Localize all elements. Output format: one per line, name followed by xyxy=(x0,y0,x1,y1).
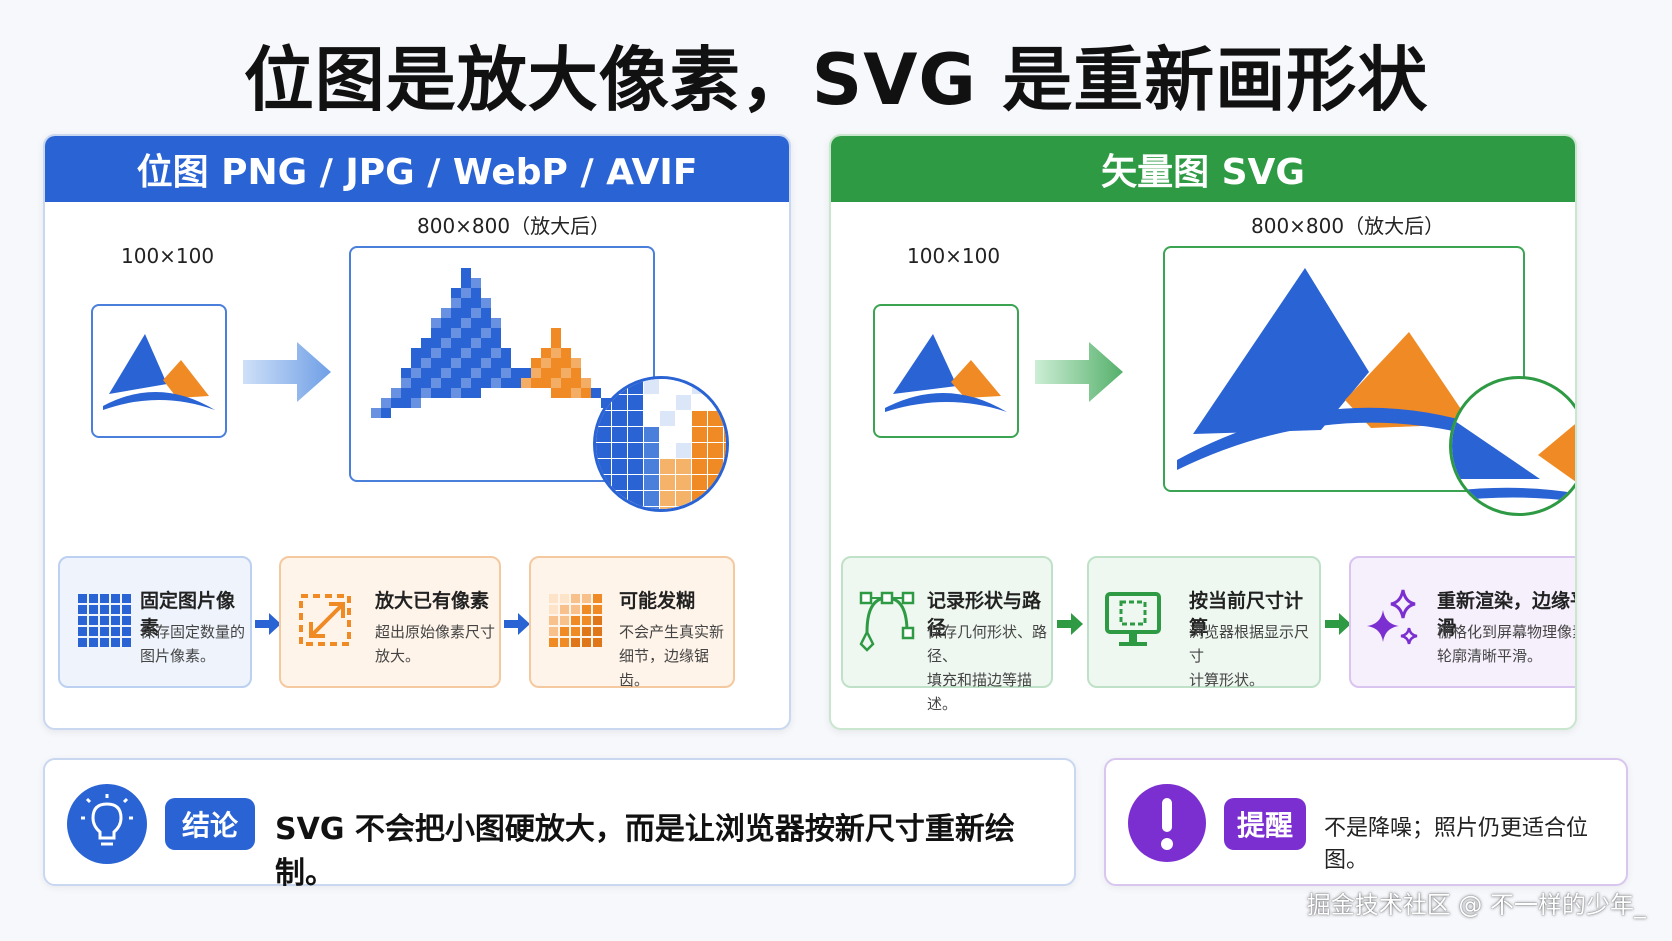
vector-card-1-title: 记录形状与路径 xyxy=(927,590,1042,639)
bitmap-card-arrow-2-icon xyxy=(504,613,530,635)
bitmap-card-2-desc-line-1: 超出原始像素尺寸 xyxy=(375,623,496,641)
sparkle-icon xyxy=(1367,589,1418,645)
vector-arrow-icon xyxy=(1035,342,1123,402)
vector-card-1: 记录形状与路径 保存几何形状、路径、 填充和描边等描述。 xyxy=(841,556,1053,713)
bitmap-card-1-desc: 保存固定数量的 图片像素。 xyxy=(140,620,245,668)
bitmap-large-size-label: 800×800（放大后） xyxy=(417,214,611,238)
vector-card-2-title: 按当前尺寸计算 xyxy=(1189,590,1304,639)
vector-card-1-desc-line-2: 填充和描边等描述。 xyxy=(927,671,1033,713)
page-title: 位图是放大像素，SVG 是重新画形状 xyxy=(243,39,1429,121)
bitmap-small-size-label: 100×100 xyxy=(121,244,215,268)
bitmap-card-2-desc: 超出原始像素尺寸 放大。 xyxy=(375,620,495,668)
vector-card-arrow-1-icon xyxy=(1057,613,1083,635)
vector-card-2-desc-line-1: 浏览器根据显示尺寸 xyxy=(1189,623,1310,665)
mountain-logo-small-icon xyxy=(103,334,215,410)
bitmap-card-2-title: 放大已有像素 xyxy=(375,590,490,612)
vector-card-1-desc-line-1: 保存几何形状、路径、 xyxy=(927,623,1048,665)
bezier-pen-icon xyxy=(859,591,915,652)
monitor-icon xyxy=(1105,592,1161,646)
bitmap-card-1-desc-line-1: 保存固定数量的 xyxy=(140,623,246,641)
vector-zoom-circle xyxy=(1449,376,1575,516)
smooth-mountain-icon xyxy=(1177,268,1515,470)
bitmap-card-3-desc-line-2: 细节，边缘锯齿。 xyxy=(619,647,710,689)
vector-card-3-desc-line-2: 轮廓清晰平滑。 xyxy=(1437,647,1543,665)
vector-header: 矢量图 SVG xyxy=(831,136,1575,202)
watermark: 掘金技术社区 @ 不一样的少年_ xyxy=(1306,891,1646,919)
pixel-grid-icon xyxy=(78,594,131,647)
bitmap-card-3-desc-line-1: 不会产生真实新 xyxy=(619,623,725,641)
bitmap-card-arrow-1-icon xyxy=(255,613,281,635)
bitmap-header: 位图 PNG / JPG / WebP / AVIF xyxy=(45,136,789,202)
tip-box: 提醒 不是降噪；照片仍更适合位图。 xyxy=(1104,758,1628,886)
blurry-grid-icon xyxy=(549,594,602,647)
smooth-zoom-icon xyxy=(1452,419,1575,502)
conclusion-badge: 结论 xyxy=(165,798,255,850)
vector-card-3-title: 重新渲染，边缘平滑 xyxy=(1437,590,1577,639)
bitmap-card-2: 放大已有像素 超出原始像素尺寸 放大。 xyxy=(279,556,501,688)
vector-card-2: 按当前尺寸计算 浏览器根据显示尺寸 计算形状。 xyxy=(1087,556,1321,689)
vector-card-2-desc: 浏览器根据显示尺寸 计算形状。 xyxy=(1189,620,1319,692)
conclusion-box: 结论 SVG 不会把小图硬放大，而是让浏览器按新尺寸重新绘制。 xyxy=(43,758,1076,891)
bitmap-card-1-title: 固定图片像素 xyxy=(140,590,236,639)
bitmap-card-3-desc: 不会产生真实新 细节，边缘锯齿。 xyxy=(619,620,733,692)
tip-badge: 提醒 xyxy=(1224,798,1306,850)
bitmap-card-1: 固定图片像素 保存固定数量的 图片像素。 xyxy=(58,556,252,688)
vector-small-image xyxy=(873,304,1019,438)
bitmap-zoom-circle xyxy=(593,376,729,512)
pixel-zoom-icon xyxy=(596,379,726,509)
vector-card-3: 重新渲染，边缘平滑 栅格化到屏幕物理像素， 轮廓清晰平滑。 xyxy=(1349,556,1577,688)
vector-large-size-label: 800×800（放大后） xyxy=(1251,214,1445,238)
bitmap-arrow-icon xyxy=(243,342,331,402)
bitmap-small-image xyxy=(91,304,227,438)
vector-small-size-label: 100×100 xyxy=(907,244,1001,268)
mountain-logo-small-icon xyxy=(885,334,1007,412)
bitmap-large-image xyxy=(349,246,655,482)
lightbulb-icon xyxy=(67,784,147,864)
exclamation-icon xyxy=(1128,784,1206,862)
vector-card-arrow-2-icon xyxy=(1325,613,1351,635)
tip-text: 不是降噪；照片仍更适合位图。 xyxy=(1324,816,1589,873)
vector-card-1-desc: 保存几何形状、路径、 填充和描边等描述。 xyxy=(927,620,1051,716)
conclusion-text: SVG 不会把小图硬放大，而是让浏览器按新尺寸重新绘制。 xyxy=(275,812,1015,891)
vector-card-3-desc: 栅格化到屏幕物理像素， 轮廓清晰平滑。 xyxy=(1437,620,1575,668)
bitmap-card-3-title: 可能发糊 xyxy=(619,590,696,612)
bitmap-card-2-desc-line-2: 放大。 xyxy=(375,647,421,665)
vector-card-2-desc-line-2: 计算形状。 xyxy=(1189,671,1265,689)
bitmap-panel: 位图 PNG / JPG / WebP / AVIF 100×100 800×8… xyxy=(43,134,791,730)
vector-card-3-desc-line-1: 栅格化到屏幕物理像素， xyxy=(1437,623,1575,641)
vector-panel: 矢量图 SVG 100×100 800×800（放大后） xyxy=(829,134,1577,730)
bitmap-card-1-desc-line-2: 图片像素。 xyxy=(140,647,216,665)
bitmap-card-3: 可能发糊 不会产生真实新 细节，边缘锯齿。 xyxy=(529,556,735,689)
expand-icon xyxy=(299,594,351,646)
